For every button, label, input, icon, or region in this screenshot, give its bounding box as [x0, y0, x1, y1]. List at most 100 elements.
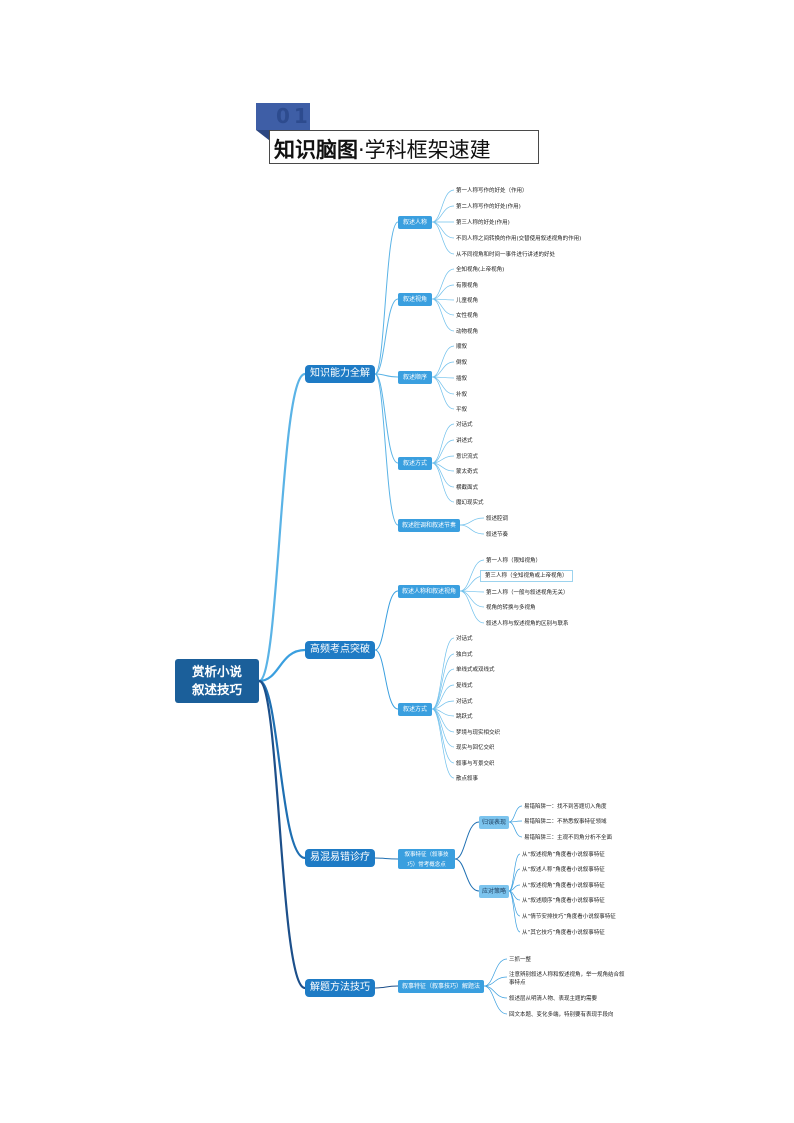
leaf-node: 从“其它技巧”角度看小说叙事特征	[522, 930, 605, 936]
root-line-2: 叙述技巧	[191, 682, 242, 697]
group-narrative-person[interactable]: 叙述人称	[398, 216, 432, 229]
leaf-connector	[508, 853, 521, 892]
leaf-node: 散点叙事	[456, 776, 479, 782]
leaf-node: 讲述式	[456, 438, 473, 444]
group-narrative-mode[interactable]: 叙述方式	[398, 457, 432, 470]
leaf-node: 叙事与写景交织	[456, 761, 495, 767]
group-solving-method[interactable]: 叙事特征（叙事技巧）解题法	[398, 980, 484, 993]
root-connector	[257, 372, 306, 683]
leaf-connector	[431, 700, 455, 710]
leaf-connector	[431, 298, 455, 316]
leaf-node-highlighted: 第三人称（全知视角或上帝视角）	[480, 570, 573, 582]
group-narrative-features[interactable]: 叙事特征（叙事技巧）‌‌常考概念点	[398, 849, 455, 869]
leaf-connector	[431, 189, 455, 223]
leaf-node: 从“叙述顺序”角度看小说叙事特征	[522, 898, 605, 904]
leaf-connector	[508, 884, 521, 892]
leaf-node: 第二人称（一般与叙述视角无关）	[486, 590, 569, 596]
leaf-connector	[431, 345, 455, 378]
branch-knowledge[interactable]: 知识能力全解	[305, 365, 375, 383]
leaf-connector	[431, 205, 455, 223]
group-narrative-perspective[interactable]: 叙述视角	[398, 293, 432, 306]
header-number-tab	[256, 103, 310, 130]
root-connector	[258, 679, 306, 860]
leaf-node: 对话式	[456, 422, 473, 428]
group-connector	[374, 985, 399, 989]
group-tone-rhythm[interactable]: 叙述腔调和叙述节奏	[398, 519, 460, 532]
group-person-perspective[interactable]: 叙述人称和叙述视角	[398, 585, 460, 598]
leaf-connector	[508, 821, 523, 838]
leaf-node: 从“叙述人称”角度看小说叙事特征	[522, 867, 605, 873]
group-connector	[374, 649, 399, 710]
leaf-node: 从“叙述视角”角度看小说叙事特征	[522, 852, 605, 858]
leaf-node: 现实与回忆交织	[456, 745, 495, 751]
leaf-node: 有限视角	[456, 283, 479, 289]
leaf-connector	[431, 684, 455, 710]
branch-methods[interactable]: 解题方法技巧	[305, 979, 375, 997]
leaf-connector	[459, 590, 485, 608]
leaf-connector	[508, 868, 521, 892]
root-connector	[257, 679, 306, 990]
leaf-node: 全知视角(上帝视角)	[456, 267, 505, 273]
leaf-node: 叙述节奏	[486, 532, 509, 538]
leaf-connector	[483, 985, 508, 999]
leaf-connector	[431, 221, 455, 255]
leaf-node: 横截面式	[456, 485, 479, 491]
leaf-connector	[459, 524, 485, 535]
leaf-connector	[459, 559, 485, 592]
subgroup-strategies[interactable]: 应对策略	[479, 885, 509, 898]
leaf-node: 易错陷阱二：不熟悉叙事特征领域	[524, 819, 607, 825]
group-connector	[374, 373, 399, 526]
page-title: 知识脑图·学科框架速建	[274, 134, 491, 164]
root-node[interactable]: 赏析小说 叙述技巧	[175, 659, 259, 703]
leaf-connector	[431, 462, 455, 488]
leaf-connector	[431, 708, 455, 779]
leaf-node: 视角的转换与多视角	[486, 605, 536, 611]
leaf-connector	[431, 439, 455, 464]
leaf-node: 第一人称写作的好处（作用）	[456, 188, 528, 194]
group-connector	[454, 858, 480, 892]
leaf-connector	[483, 958, 508, 987]
branch-common-errors[interactable]: 易混易错诊疗	[305, 849, 375, 867]
group-connector	[454, 821, 480, 860]
subgroup-error-signs[interactable]: 归误表现	[479, 816, 509, 829]
group-connector	[374, 298, 399, 375]
leaf-connector	[431, 284, 455, 300]
group-narrative-order[interactable]: 叙述顺序	[398, 371, 432, 384]
leaf-connector	[431, 455, 455, 464]
leaf-connector	[431, 376, 455, 395]
leaf-node: 意识流式	[456, 454, 479, 460]
group-narrative-mode-2[interactable]: 叙述方式	[398, 703, 432, 716]
leaf-connector	[508, 820, 523, 823]
leaf-node: 叙述腔调	[486, 516, 509, 522]
leaf-node: 回文本题、变化多端，特别要有表现手段向	[509, 1012, 614, 1018]
leaf-node: 蒙太奇式	[456, 469, 479, 475]
leaf-node: 动物视角	[456, 329, 479, 335]
branch-key-points[interactable]: 高频考点突破	[305, 641, 375, 659]
leaf-connector	[431, 462, 455, 503]
leaf-node: 对话式	[456, 699, 473, 705]
leaf-connector	[483, 976, 508, 987]
group-connector	[374, 221, 399, 375]
leaf-connector	[431, 423, 455, 464]
leaf-node: 插叙	[456, 376, 468, 382]
leaf-connector	[431, 637, 455, 710]
leaf-node: 倒叙	[456, 360, 468, 366]
leaf-node: 复线式	[456, 683, 473, 689]
leaf-node: 三抓一整	[509, 957, 532, 963]
leaf-connector	[431, 221, 455, 239]
leaf-node: 第一人称（限知视角）	[486, 558, 542, 564]
leaf-node: 易错陷阱一：找不到答题切入角度	[524, 804, 607, 810]
leaf-node: 独白式	[456, 652, 473, 658]
leaf-connector	[431, 376, 455, 410]
leaf-connector	[431, 653, 455, 710]
leaf-node: 跳跃式	[456, 714, 473, 720]
leaf-node: 叙述层从明清人物、表现主题的需要	[509, 996, 598, 1002]
leaf-node: 注意辨别叙述人称和叙述视角，举一规角结合叙事特点	[509, 972, 625, 986]
leaf-node: 从“叙述视角”角度看小说叙事特征	[522, 883, 605, 889]
leaf-connector	[431, 361, 455, 378]
leaf-connector	[431, 708, 455, 764]
leaf-node: 单线式或双线式	[456, 667, 495, 673]
group-connector	[374, 857, 399, 860]
leaf-node: 补叙	[456, 392, 468, 398]
